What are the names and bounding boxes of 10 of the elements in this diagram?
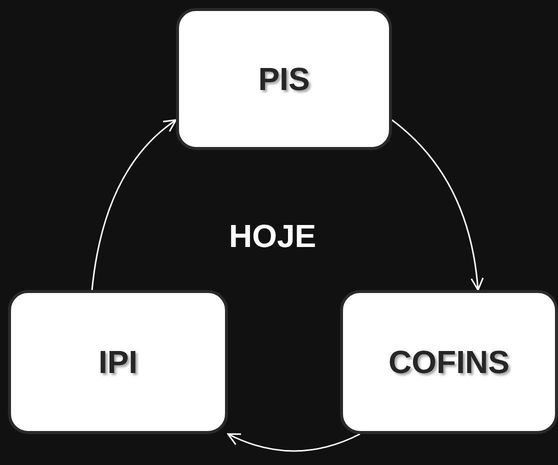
rounded-box bbox=[8, 290, 228, 434]
center-label: HOJE bbox=[229, 218, 316, 255]
curved-arrow bbox=[91, 119, 177, 290]
rounded-box bbox=[176, 8, 392, 150]
curved-arrow bbox=[227, 432, 360, 452]
box-label: PIS bbox=[258, 60, 310, 98]
box-label: IPI bbox=[98, 344, 138, 380]
rounded-box bbox=[340, 290, 558, 434]
box-label: COFINS bbox=[388, 344, 510, 380]
curved-arrow bbox=[392, 119, 484, 291]
